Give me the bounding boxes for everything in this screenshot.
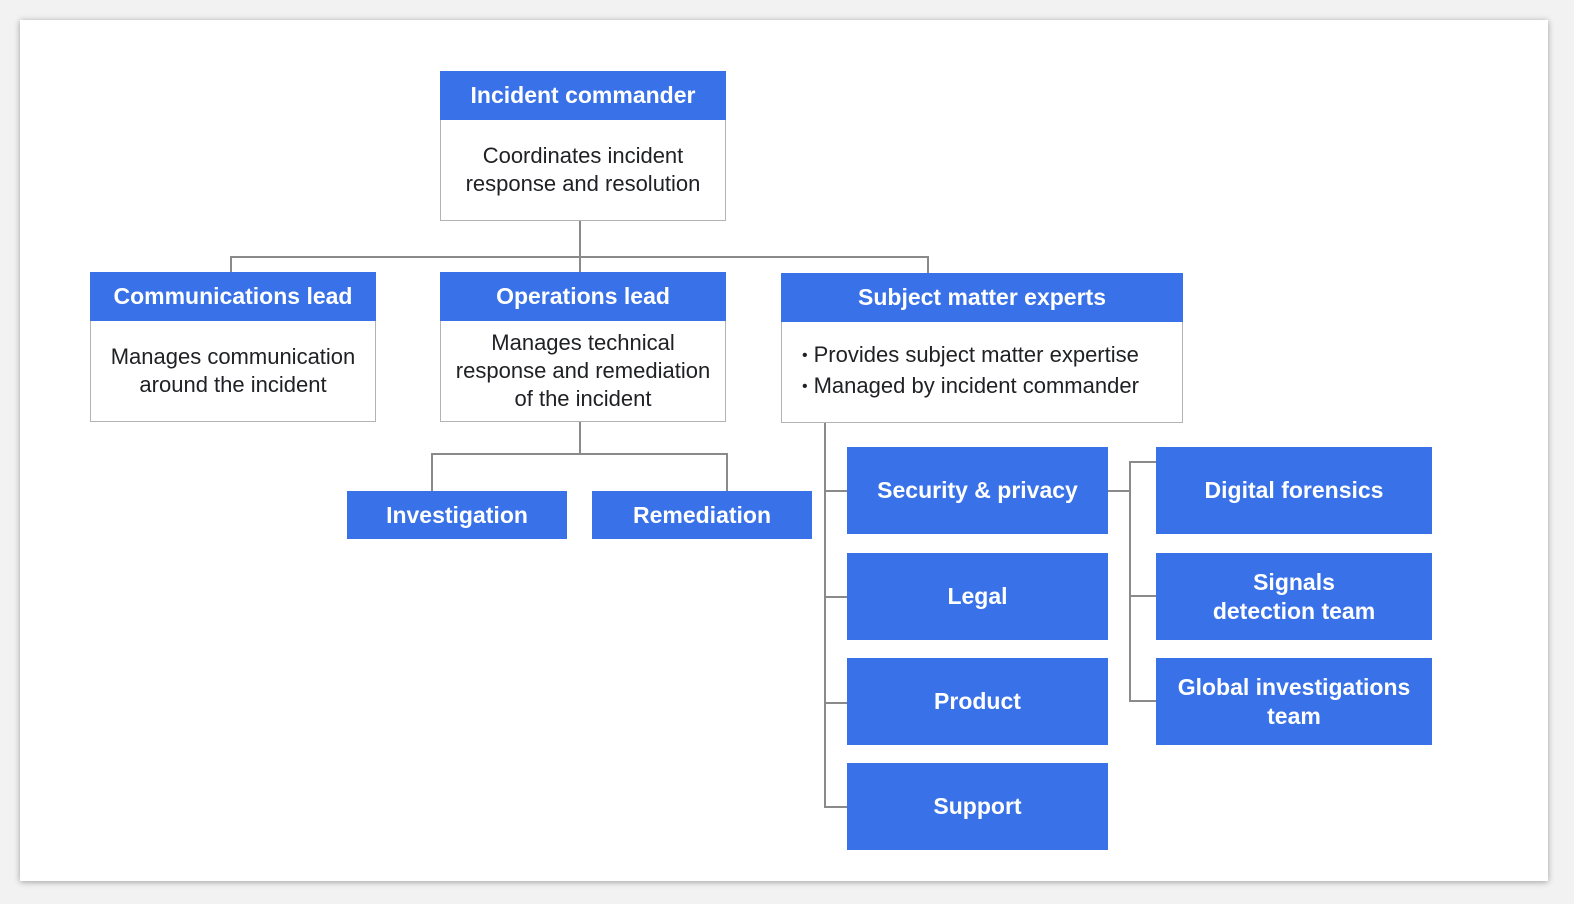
security-privacy-box: Security & privacy <box>847 447 1108 534</box>
sme-bullet-item: Managed by incident commander <box>802 372 1139 403</box>
incident-commander-description-line: response and resolution <box>465 171 701 196</box>
operations-lead-description: Manages technical response and remediati… <box>441 321 725 421</box>
incident-commander-description: Coordinates incident response and resolu… <box>441 120 725 220</box>
remediation-box: Remediation <box>592 491 812 539</box>
investigation-box: Investigation <box>347 491 567 539</box>
digital-forensics-box: Digital forensics <box>1156 447 1432 534</box>
subject-matter-experts-node: Subject matter experts Provides subject … <box>781 273 1183 423</box>
communications-lead-description: Manages communication around the inciden… <box>91 321 375 421</box>
communications-lead-title: Communications lead <box>90 272 376 321</box>
incident-commander-node: Incident commander Coordinates incident … <box>440 71 726 221</box>
operations-lead-title: Operations lead <box>440 272 726 321</box>
communications-lead-description-line: around the incident <box>139 372 327 397</box>
communications-lead-node: Communications lead Manages communicatio… <box>90 272 376 422</box>
subject-matter-experts-title: Subject matter experts <box>781 273 1183 322</box>
operations-lead-description-line: response and remediation <box>455 358 711 383</box>
operations-lead-description-line: Manages technical <box>491 330 675 355</box>
signals-detection-box: Signals detection team <box>1156 553 1432 640</box>
global-investigations-box: Global investigations team <box>1156 658 1432 745</box>
operations-lead-node: Operations lead Manages technical respon… <box>440 272 726 422</box>
product-box: Product <box>847 658 1108 745</box>
incident-commander-title: Incident commander <box>440 71 726 120</box>
operations-lead-description-line: of the incident <box>514 386 652 411</box>
legal-box: Legal <box>847 553 1108 640</box>
support-box: Support <box>847 763 1108 850</box>
subject-matter-experts-description: Provides subject matter expertise Manage… <box>782 322 1182 422</box>
incident-commander-description-line: Coordinates incident <box>482 143 684 168</box>
sme-bullet-item: Provides subject matter expertise <box>802 341 1139 372</box>
communications-lead-description-line: Manages communication <box>110 344 356 369</box>
